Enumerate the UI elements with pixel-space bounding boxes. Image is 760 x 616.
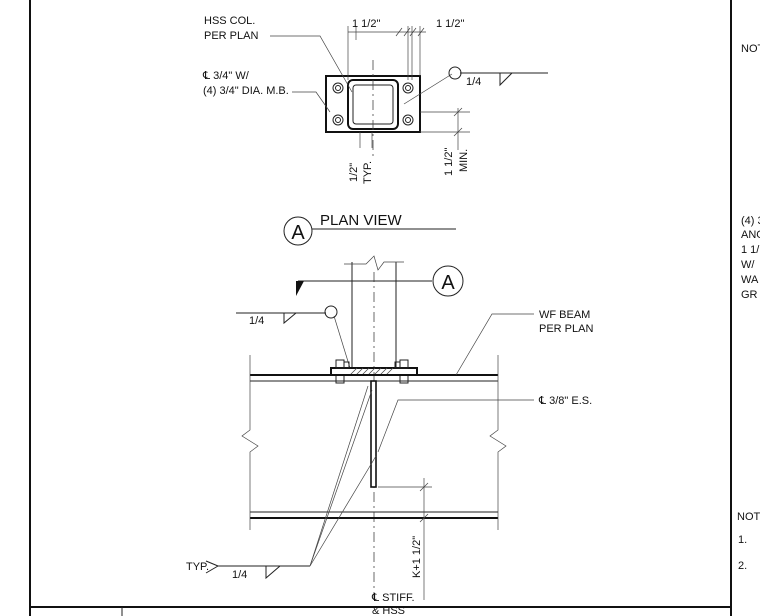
section-cut [296,265,464,297]
anchor-bolts [332,82,414,126]
callout-plate-1: ℄ 3/4" W/ [202,70,250,82]
center-label-2: & HSS [372,605,405,616]
view-title-text: PLAN VIEW [320,212,403,229]
callout-plate-2: (4) 3/4" DIA. M.B. [203,85,289,97]
weld-size-bottom: 1/4 [232,569,247,581]
plan-weld-size: 1/4 [466,76,481,88]
section-marker: A [441,272,455,294]
note-line: 1 1/ [741,244,760,256]
plate-hatch [349,367,394,376]
note-line: W/ [741,259,755,271]
notes-header-bottom: NOT [737,511,760,523]
weld-all-around-symbol [448,66,462,80]
callout-stiff: ℄ 3/8" E.S. [538,395,592,407]
dim-bottom-left-1: 1/2" [348,163,360,182]
typ-label: TYP. [186,561,209,573]
top-dimensions [347,26,426,80]
side-notes: NOT (4) 3 ANG 1 1/ W/ WA GR NOT 1. 2. [737,43,760,572]
notes-header-top: NOT [741,43,760,55]
view-title: A PLAN VIEW [283,212,456,246]
elevation-view: A 1/4 [186,255,593,616]
dim-k: K+1 1/2" [411,536,423,578]
callout-beam-1: WF BEAM [539,309,590,321]
callout-col-2: PER PLAN [204,30,258,42]
plan-view: 1 1/2" 1 1/2" HSS COL. PER PLAN ℄ 3/4" W… [202,15,548,184]
callout-beam-2: PER PLAN [539,323,593,335]
view-title-marker: A [291,222,305,244]
note-line: WA [741,274,759,286]
note-line: GR [741,289,758,301]
bottom-dimensions [359,60,470,160]
stiffener-plate [370,380,377,488]
weld-size-left: 1/4 [249,315,264,327]
note-line: (4) 3 [741,215,760,227]
dim-top-right: 1 1/2" [436,18,464,30]
plan-leaders [270,35,548,113]
note-number: 1. [738,534,747,546]
dim-bottom-left-2: TYP. [362,161,374,184]
sheet-border [29,0,732,616]
elevation-bolts [335,359,409,384]
note-number: 2. [738,560,747,572]
dim-bottom-right-2: MIN. [458,149,470,172]
note-line: ANG [741,229,760,241]
dim-top-left: 1 1/2" [352,18,380,30]
callout-col-1: HSS COL. [204,15,255,27]
center-label-1: ℄ STIFF. [371,592,415,604]
dim-bottom-right-1: 1 1/2" [443,148,455,176]
